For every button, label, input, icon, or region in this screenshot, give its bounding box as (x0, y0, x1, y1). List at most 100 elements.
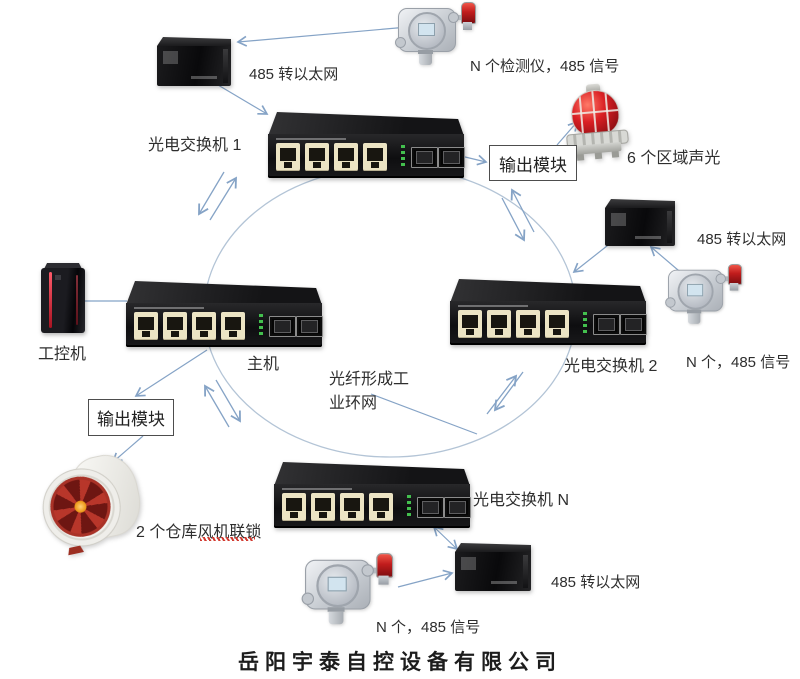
converter-label-patch (611, 213, 626, 226)
detector-bezel (677, 273, 714, 310)
rj45-port (276, 143, 300, 171)
converter-print-mark (635, 236, 661, 239)
switch-print-mark (282, 488, 352, 490)
detector-neck (687, 309, 702, 314)
converter-print-mark (191, 76, 217, 79)
switch-front-face (274, 484, 471, 528)
ring-direction-arrows (198, 171, 535, 428)
ring-note: 光纤形成工 业环网 (329, 368, 409, 416)
label-ipc: 工控机 (38, 346, 87, 363)
rj45-port (221, 312, 245, 340)
output-module-box-2: 输出模块 (88, 399, 174, 436)
label-switch-1: 光电交换机 1 (148, 137, 242, 154)
rj45-port (192, 312, 216, 340)
serial-converter-right (605, 199, 675, 246)
rj45-port (516, 310, 540, 338)
label-fan-interlock: 2 个仓库风机联锁 (136, 524, 262, 541)
gas-detector-top (395, 2, 482, 66)
converter-label-patch (163, 51, 178, 64)
fiber-switch-2-device (450, 279, 647, 345)
sfp-fiber-port (296, 316, 323, 337)
converter-top-face (157, 37, 231, 46)
pc-top-face (44, 263, 82, 269)
led-indicators (407, 495, 411, 518)
converter-print-mark (491, 581, 517, 584)
sfp-fiber-port (411, 147, 438, 168)
beacon-foot (594, 152, 603, 160)
sfp-fiber-port (620, 314, 647, 335)
label-host: 主机 (247, 356, 280, 373)
led-indicators (259, 314, 263, 337)
label-converter-top: 485 转以太网 (249, 66, 339, 83)
rj45-port (340, 493, 364, 521)
industrial-pc (41, 263, 85, 333)
converter-side-edge (223, 49, 228, 83)
detector-red-beacon (461, 2, 476, 30)
sfp-fiber-port (438, 147, 465, 168)
detector-sensor-cylinder (687, 313, 701, 324)
label-detectors-top: N 个检测仪，485 信号 (470, 58, 620, 75)
converter-front-face (455, 552, 531, 591)
led-indicators (583, 312, 587, 335)
switch-front-face (450, 301, 647, 345)
switch-print-mark (458, 305, 528, 307)
switch-front-face (126, 303, 323, 347)
switch-top-face (274, 462, 470, 486)
company-name: 岳阳宇泰自控设备有限公司 (238, 649, 562, 674)
fan-hub (73, 499, 88, 514)
detector-red-beacon (376, 553, 394, 585)
switch-front-face (268, 134, 465, 178)
pc-red-stripe-right (76, 275, 78, 325)
converter-label-patch (461, 557, 476, 570)
converter-top-face (455, 543, 531, 552)
sfp-fiber-port (444, 497, 471, 518)
pc-tower-body (41, 268, 85, 333)
host-switch-device (126, 281, 323, 347)
detector-display (327, 576, 347, 592)
spellcheck-squiggle (200, 537, 255, 541)
detector-neck (418, 50, 433, 54)
ring-note-line1: 光纤形成工 (329, 371, 410, 388)
fiber-switch-n-device (274, 462, 471, 528)
label-switch-2: 光电交换机 2 (564, 358, 658, 375)
converter-side-edge (667, 211, 672, 243)
label-converter-right: 485 转以太网 (697, 231, 787, 248)
label-detectors-bottom: N 个，485 信号 (376, 619, 481, 636)
detector-bezel (408, 12, 446, 50)
switch-print-mark (276, 138, 346, 140)
rj45-port (458, 310, 482, 338)
rj45-port (369, 493, 393, 521)
sfp-fiber-port (269, 316, 296, 337)
beacon-foot (576, 154, 585, 161)
detector-neck (327, 607, 345, 612)
gas-detector-bottom (301, 553, 400, 625)
converter-front-face (157, 46, 231, 86)
converter-front-face (605, 208, 675, 246)
pc-red-stripe (49, 272, 52, 328)
switch-print-mark (134, 307, 204, 309)
label-alarm-zones: 6 个区域声光 (627, 150, 721, 167)
detector-display (687, 283, 704, 297)
rj45-port (311, 493, 335, 521)
converter-top-face (605, 199, 675, 208)
beacon-foot (611, 151, 620, 158)
rj45-port (163, 312, 187, 340)
rj45-port (282, 493, 306, 521)
switch-top-face (268, 112, 464, 136)
device-connectors (80, 26, 693, 588)
rj45-port (305, 143, 329, 171)
converter-side-edge (523, 555, 528, 588)
detector-red-beacon (727, 264, 743, 291)
rj45-port (334, 143, 358, 171)
detector-sensor-cylinder (328, 611, 344, 625)
rj45-port (487, 310, 511, 338)
output-module-1-label: 输出模块 (499, 155, 567, 175)
detector-bezel (316, 564, 360, 608)
rj45-port (134, 312, 158, 340)
ring-note-line2: 业环网 (329, 395, 378, 412)
serial-converter-bottom (455, 543, 531, 591)
gas-detector-right (665, 264, 748, 325)
sfp-fiber-port (417, 497, 444, 518)
